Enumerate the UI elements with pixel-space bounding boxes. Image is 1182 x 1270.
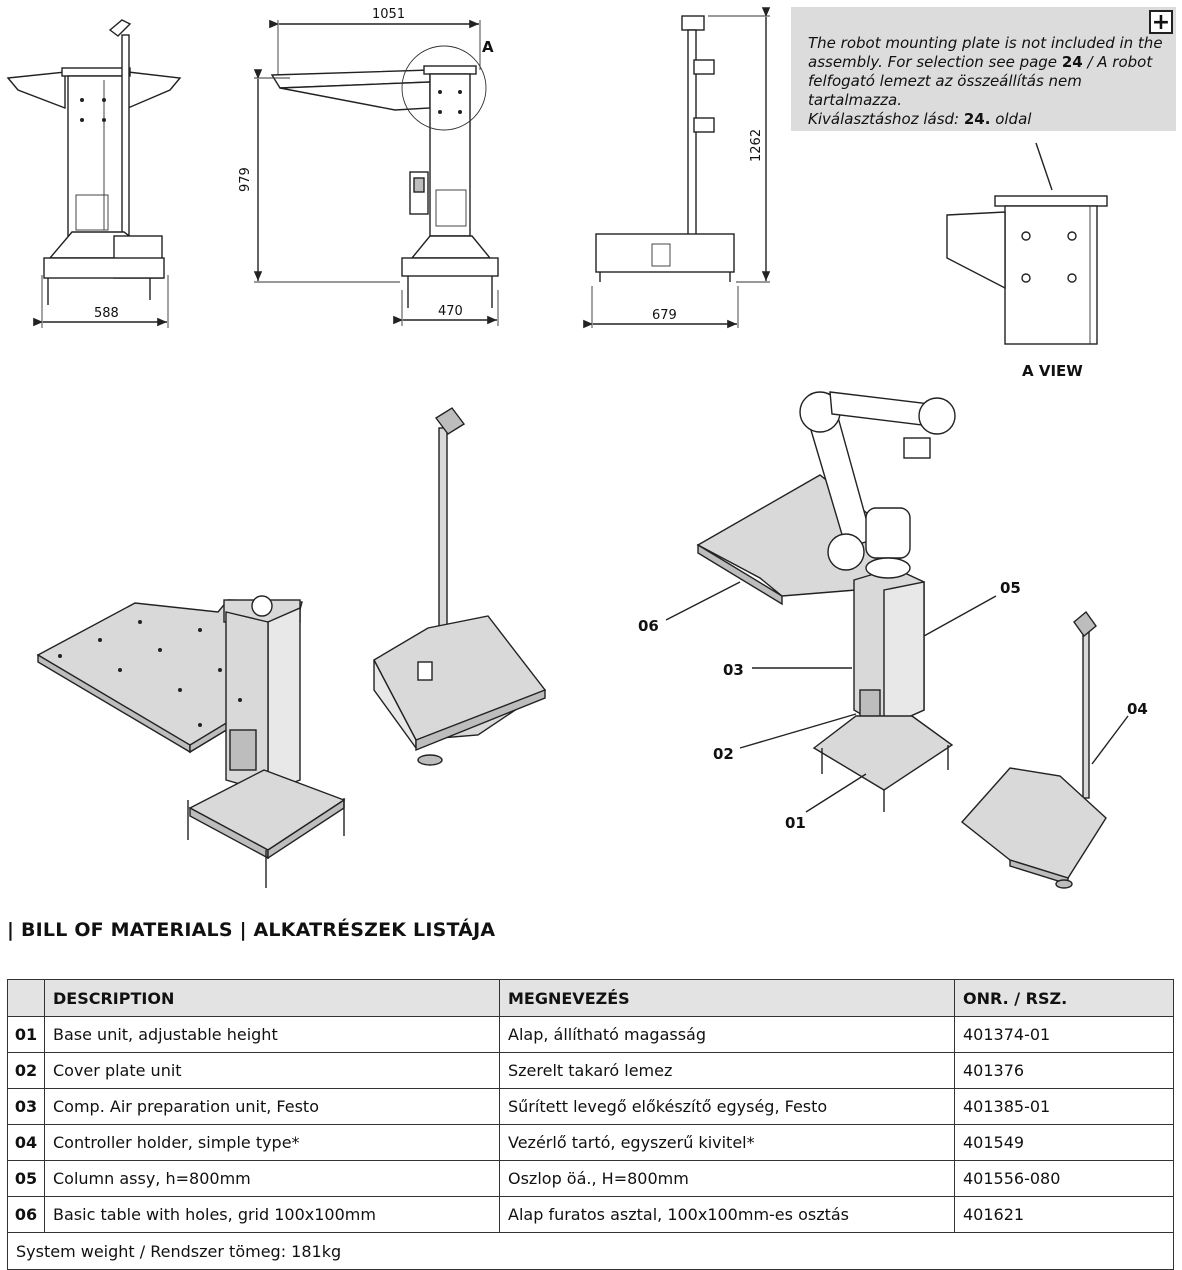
row-onr: 401621 <box>954 1196 1174 1233</box>
table-row: 02 Cover plate unit Szerelt takaró lemez… <box>7 1052 1174 1089</box>
row-description: Comp. Air preparation unit, Festo <box>44 1088 500 1125</box>
row-num: 06 <box>7 1196 45 1233</box>
row-megnevezes: Alap furatos asztal, 100x100mm-es osztás <box>499 1196 955 1233</box>
iso-full-assembly <box>696 391 1107 889</box>
table-row: 04 Controller holder, simple type* Vezér… <box>7 1124 1174 1161</box>
row-megnevezes: Sűrített levegő előkészítő egység, Festo <box>499 1088 955 1125</box>
table-row: 06 Basic table with holes, grid 100x100m… <box>7 1196 1174 1233</box>
side-view-drawing: 1051 A 979 470 <box>238 7 499 326</box>
note-line-1: The robot mounting plate is not included… <box>808 34 1163 52</box>
header-description: DESCRIPTION <box>44 979 500 1017</box>
row-megnevezes: Oszlop öá., H=800mm <box>499 1160 955 1197</box>
technical-drawings: 588 1051 A 979 470 <box>6 7 1148 889</box>
note-line-3: felfogató lemezt az összeállítás nem tar… <box>808 72 1082 109</box>
row-onr: 401385-01 <box>954 1088 1174 1125</box>
system-weight: System weight / Rendszer tömeg: 181kg <box>7 1232 1174 1270</box>
callout-05: 05 <box>1000 579 1021 597</box>
bom-header-row: DESCRIPTION MEGNEVEZÉS ONR. / RSZ. <box>7 979 1174 1017</box>
dim-1051: 1051 <box>372 7 405 22</box>
row-onr: 401549 <box>954 1124 1174 1161</box>
bom-table: DESCRIPTION MEGNEVEZÉS ONR. / RSZ. 01 Ba… <box>7 979 1174 1270</box>
row-num: 01 <box>7 1016 45 1053</box>
callout-01: 01 <box>785 814 806 832</box>
callout-02: 02 <box>713 745 734 763</box>
row-megnevezes: Szerelt takaró lemez <box>499 1052 955 1089</box>
row-description: Controller holder, simple type* <box>44 1124 500 1161</box>
header-num <box>7 979 45 1017</box>
row-description: Base unit, adjustable height <box>44 1016 500 1053</box>
callout-04: 04 <box>1127 700 1148 718</box>
dim-470: 470 <box>438 304 463 319</box>
dim-679: 679 <box>652 308 677 323</box>
row-num: 04 <box>7 1124 45 1161</box>
plus-icon[interactable]: + <box>1149 10 1173 34</box>
row-num: 03 <box>7 1088 45 1125</box>
table-row: 05 Column assy, h=800mm Oszlop öá., H=80… <box>7 1160 1174 1197</box>
controller-stand-view: 1262 679 <box>583 7 771 329</box>
header-onr: ONR. / RSZ. <box>954 979 1174 1017</box>
note-line-4: Kiválasztáshoz lásd: 24. oldal <box>808 110 1032 128</box>
note-line-2: assembly. For selection see page 24 / A … <box>808 53 1153 71</box>
dim-588: 588 <box>94 306 119 321</box>
iso-controller-stand <box>373 407 547 766</box>
table-row: 01 Base unit, adjustable height Alap, ál… <box>7 1016 1174 1053</box>
callout-06: 06 <box>638 617 659 635</box>
bom-title: | BILL OF MATERIALS | ALKATRÉSZEK LISTÁJ… <box>7 919 496 941</box>
row-num: 05 <box>7 1160 45 1197</box>
a-view-detail: A VIEW <box>946 142 1108 380</box>
row-num: 02 <box>7 1052 45 1089</box>
callout-03: 03 <box>723 661 744 679</box>
row-megnevezes: Vezérlő tartó, egyszerű kivitel* <box>499 1124 955 1161</box>
dim-979: 979 <box>238 167 253 192</box>
row-megnevezes: Alap, állítható magasság <box>499 1016 955 1053</box>
row-onr: 401556-080 <box>954 1160 1174 1197</box>
row-onr: 401374-01 <box>954 1016 1174 1053</box>
iso-table-column-assembly <box>36 595 346 888</box>
mounting-plate-note: + The robot mounting plate is not includ… <box>791 7 1176 131</box>
dim-1262: 1262 <box>749 129 764 162</box>
front-view-drawing: 588 <box>6 19 182 328</box>
table-row: 03 Comp. Air preparation unit, Festo Sűr… <box>7 1088 1174 1125</box>
row-description: Basic table with holes, grid 100x100mm <box>44 1196 500 1233</box>
bom-footer-row: System weight / Rendszer tömeg: 181kg <box>7 1232 1174 1270</box>
detail-marker-a: A <box>482 38 494 56</box>
callout-leaders <box>665 581 1129 813</box>
row-description: Cover plate unit <box>44 1052 500 1089</box>
row-description: Column assy, h=800mm <box>44 1160 500 1197</box>
header-megnevezes: MEGNEVEZÉS <box>499 979 955 1017</box>
note-text: The robot mounting plate is not included… <box>808 34 1168 129</box>
a-view-label: A VIEW <box>1022 362 1083 380</box>
row-onr: 401376 <box>954 1052 1174 1089</box>
